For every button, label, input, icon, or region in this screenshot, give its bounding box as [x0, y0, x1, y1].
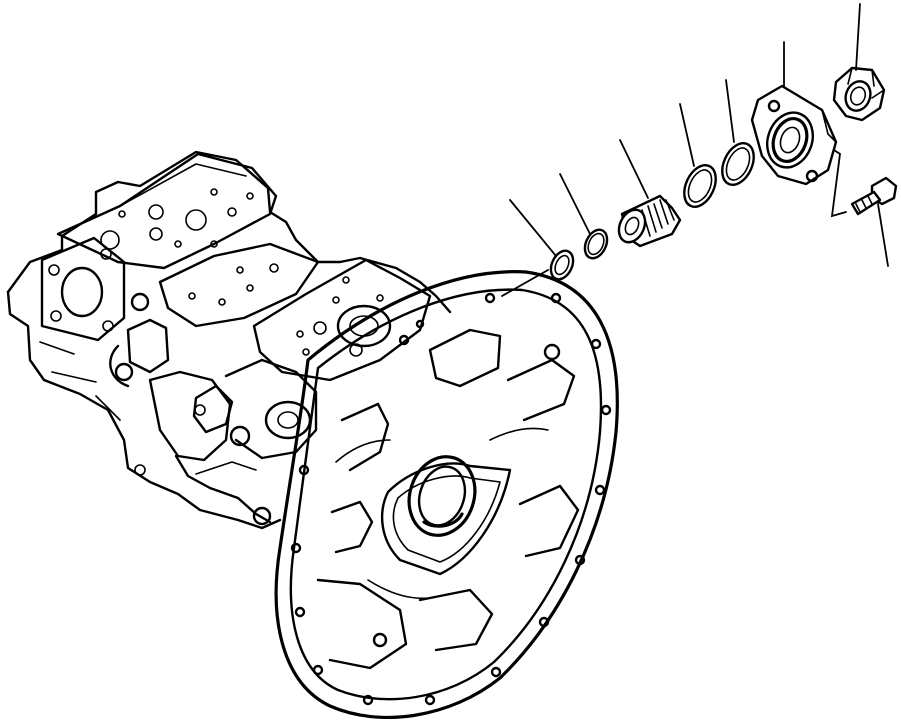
leader-spring [619, 139, 649, 199]
callout-leaders [509, 3, 889, 267]
mounting-flange [274, 270, 619, 720]
o-ring-2 [583, 228, 609, 260]
o-ring-1 [549, 249, 575, 281]
assembly-axis-line [501, 269, 549, 297]
spring-sleeve [617, 194, 682, 248]
o-ring-3 [683, 164, 717, 208]
o-ring-4 [721, 142, 755, 186]
leader-o-ring-4 [725, 79, 735, 143]
leader-o-ring-2 [559, 173, 591, 235]
pump-body [6, 150, 452, 530]
flange-plate [750, 84, 838, 186]
leader-bolt [877, 203, 889, 267]
bolt-axis-line [830, 149, 847, 218]
bolt [850, 176, 898, 216]
leader-nut [855, 3, 861, 71]
hex-nut [832, 66, 886, 122]
leader-o-ring-3 [679, 103, 695, 167]
leader-o-ring-1 [509, 199, 557, 257]
